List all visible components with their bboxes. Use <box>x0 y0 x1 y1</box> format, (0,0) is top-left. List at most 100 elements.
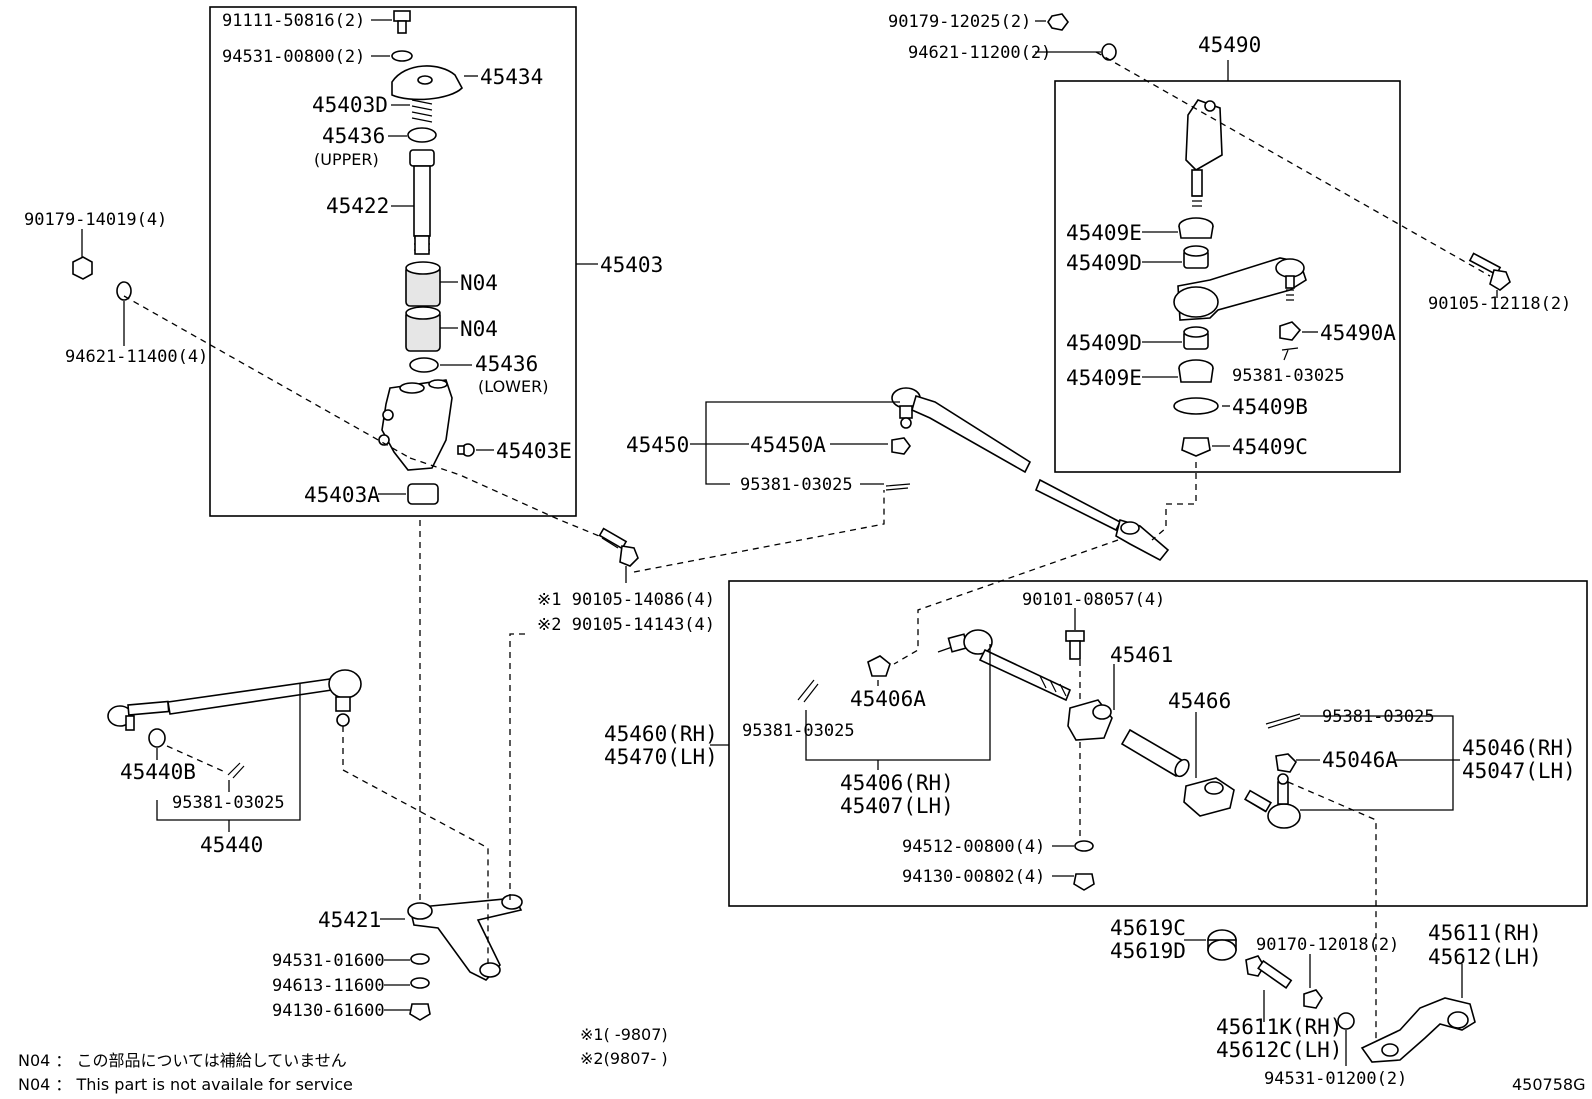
label-94621-11200: 94621-11200(2) <box>908 43 1051 63</box>
label-95381-e: 95381-03025 <box>1322 707 1435 727</box>
label-45450A: 45450A <box>750 433 826 457</box>
tie-rod-45440 <box>107 669 362 731</box>
label-45612: 45612(LH) <box>1428 945 1542 969</box>
label-94531-01600: 94531-01600 <box>272 951 385 971</box>
label-94130-00802: 94130-00802(4) <box>902 867 1045 887</box>
bolt-90105-12118 <box>1468 252 1511 291</box>
tie-rod-end-45406 <box>937 629 1072 702</box>
bushing-45409D-lower <box>1183 326 1209 350</box>
cap-45403A <box>407 483 439 505</box>
label-90105-14086: ※1 90105-14086(4) <box>537 590 715 610</box>
label-45611K: 45611K(RH) <box>1216 1015 1342 1039</box>
bracket-45421 <box>407 894 523 981</box>
label-90105-14143: ※2 90105-14143(4) <box>537 615 715 635</box>
tube-45461 <box>1120 728 1190 778</box>
label-n04-b: N04 <box>460 317 498 341</box>
note-date-1: ※1( -9807) <box>580 1025 668 1044</box>
pin-45422 <box>409 149 435 255</box>
nut-45450A <box>891 437 911 455</box>
label-45619D: 45619D <box>1110 939 1186 963</box>
clamp-45466 <box>1183 777 1235 817</box>
label-45407: 45407(LH) <box>840 794 954 818</box>
part-labels: 91111-50816(2) 94531-00800(2) 45434 4540… <box>24 11 1576 1089</box>
label-94531-00800: 94531-00800(2) <box>222 47 365 67</box>
label-94512-00800: 94512-00800(4) <box>902 837 1045 857</box>
label-90105-12118: 90105-12118(2) <box>1428 294 1571 314</box>
label-90101-08057: 90101-08057(4) <box>1022 590 1165 610</box>
label-45466: 45466 <box>1168 689 1231 713</box>
nut-45409C <box>1181 437 1211 457</box>
label-45490A: 45490A <box>1320 321 1396 345</box>
seat-45436-lower <box>409 357 439 373</box>
label-45403D: 45403D <box>312 93 388 117</box>
relay-rod-45450 <box>891 387 1170 562</box>
nut-90179-12025 <box>1047 13 1069 31</box>
note-n04-en: N04 ： This part is not availale for serv… <box>18 1075 353 1094</box>
label-95381-d: 95381-03025 <box>742 721 855 741</box>
figure-id: 450758G <box>1512 1075 1585 1094</box>
label-94130-61600: 94130-61600 <box>272 1001 385 1021</box>
bracket-45490 <box>1185 99 1223 207</box>
label-45047: 45047(LH) <box>1462 759 1576 783</box>
label-upper: (UPPER) <box>314 150 379 169</box>
label-45450: 45450 <box>626 433 689 457</box>
seal-45409E-upper <box>1178 217 1214 239</box>
cotter-pin-95381-b <box>1281 347 1299 361</box>
bushing-45409D-upper <box>1183 245 1209 269</box>
label-45403A: 45403A <box>304 483 380 507</box>
label-45460: 45460(RH) <box>604 722 718 746</box>
label-45046A: 45046A <box>1322 748 1398 772</box>
idler-arm-45490 <box>1173 257 1307 321</box>
label-45409D-a: 45409D <box>1066 251 1142 275</box>
leader-lines <box>81 19 1498 1066</box>
label-45046: 45046(RH) <box>1462 736 1576 760</box>
washer-94621-11400 <box>116 281 132 301</box>
label-45406A: 45406A <box>850 687 926 711</box>
label-45406: 45406(RH) <box>840 771 954 795</box>
label-45440: 45440 <box>200 833 263 857</box>
housing-45403 <box>378 379 453 471</box>
label-95381-a: 95381-03025 <box>172 793 285 813</box>
cotter-pin-95381-c <box>885 483 911 491</box>
washer-94531-00800 <box>391 50 413 62</box>
bolt-90101-08057 <box>1065 630 1085 660</box>
seal-45409E-lower <box>1178 359 1214 383</box>
label-45436-upper: 45436 <box>322 124 385 148</box>
label-90179-14019: 90179-14019(4) <box>24 210 167 230</box>
note-date-2: ※2(9807- ) <box>580 1049 668 1068</box>
label-45403E: 45403E <box>496 439 572 463</box>
note-n04-jp: N04 ： この部品については補給していません <box>18 1051 347 1070</box>
cotter-pin-95381-e <box>1265 713 1301 729</box>
label-94613-11600: 94613-11600 <box>272 976 385 996</box>
bolt-91111 <box>393 10 411 34</box>
knuckle-arm-45611 <box>1360 997 1476 1063</box>
label-45409E-a: 45409E <box>1066 221 1142 245</box>
bolt-45611K <box>1245 955 1293 989</box>
label-45619C: 45619C <box>1110 916 1186 940</box>
label-91111-50816: 91111-50816(2) <box>222 11 365 31</box>
nut-90170-12018 <box>1303 989 1323 1009</box>
plate-45434 <box>391 65 463 101</box>
label-lower: (LOWER) <box>478 377 548 396</box>
cotter-pin-95381-d <box>797 679 819 703</box>
label-45611: 45611(RH) <box>1428 921 1542 945</box>
clamp-45460 <box>1067 699 1113 741</box>
nut-45046A <box>1275 753 1298 773</box>
spring-45403D <box>411 99 433 123</box>
label-45490: 45490 <box>1198 33 1261 57</box>
label-94621-11400: 94621-11400(4) <box>65 347 208 367</box>
label-n04-a: N04 <box>460 271 498 295</box>
washer-94621-11200 <box>1101 43 1117 61</box>
bolt-90105-14086 <box>598 527 639 567</box>
washer-45409B <box>1173 397 1219 415</box>
label-45422: 45422 <box>326 194 389 218</box>
label-45409E-b: 45409E <box>1066 366 1142 390</box>
label-45403: 45403 <box>600 253 663 277</box>
label-45409B: 45409B <box>1232 395 1308 419</box>
nut-45490A <box>1279 321 1302 341</box>
label-95381-b: 95381-03025 <box>1232 366 1345 386</box>
nut-94130-00802 <box>1073 873 1095 891</box>
box-45460 <box>728 580 1588 907</box>
nipple-45403E <box>457 443 475 457</box>
tie-rod-end-45046 <box>1244 773 1301 829</box>
